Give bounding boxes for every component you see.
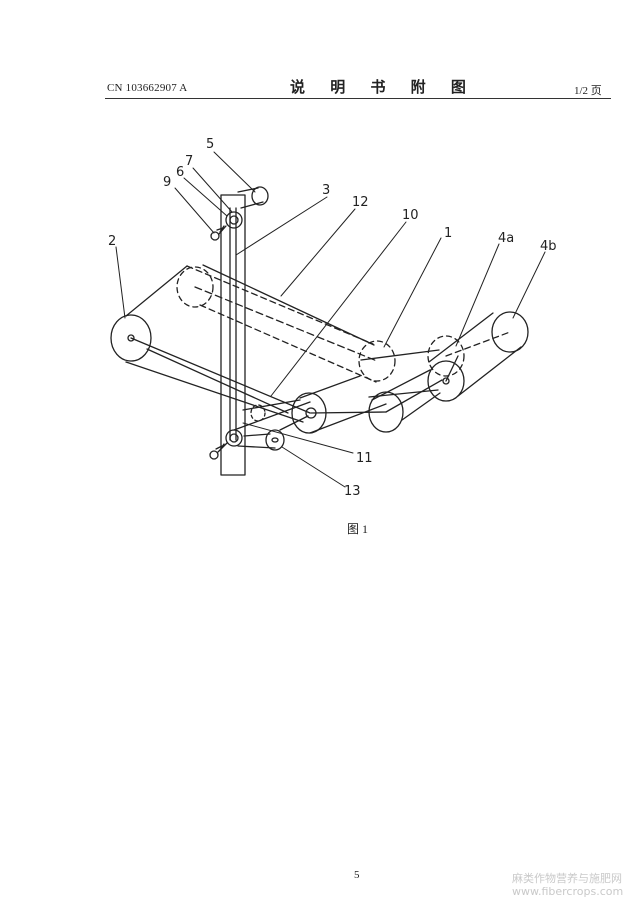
label-5: 5	[206, 137, 214, 152]
figure-caption: 图 1	[347, 522, 369, 536]
label-7: 7	[185, 154, 193, 169]
publication-number: CN 103662907 A	[107, 82, 188, 94]
roller-4b	[491, 311, 529, 353]
page-header: CN 103662907 A 说 明 书 附 图 1/2 页	[0, 0, 639, 100]
header-rule	[105, 98, 611, 99]
section-title: 说 明 书 附 图	[290, 78, 476, 96]
roller-4a	[427, 360, 465, 402]
roller-10-assembly	[291, 375, 387, 434]
page-number: 5	[354, 869, 360, 881]
roller-4a-dashed	[427, 335, 465, 377]
label-13: 13	[344, 484, 361, 499]
label-1: 1	[444, 226, 452, 241]
watermark: 麻类作物营养与施肥网 www.fibercrops.com	[512, 872, 624, 898]
label-11: 11	[356, 451, 373, 466]
rollers-4a-4b	[427, 311, 529, 402]
short-conveyor-belt	[310, 349, 443, 433]
drive-belt-13	[233, 401, 311, 451]
label-2: 2	[108, 234, 116, 249]
roller-13	[265, 429, 285, 451]
label-4a: 4a	[498, 231, 514, 246]
roller-5	[251, 186, 269, 206]
roller-rear-left	[176, 266, 214, 308]
main-conveyor-belt	[110, 264, 396, 423]
post-3	[220, 194, 246, 476]
roller-2	[110, 314, 152, 362]
leader-lines	[115, 151, 546, 488]
top-pulley	[225, 211, 243, 229]
label-12: 12	[352, 195, 369, 210]
spring-anchor-top	[210, 231, 220, 241]
label-4b: 4b	[540, 239, 557, 254]
bottom-pulley	[225, 429, 243, 447]
label-6: 6	[176, 165, 184, 180]
vertical-post	[209, 186, 301, 476]
label-9: 9	[163, 175, 171, 190]
label-3: 3	[322, 183, 330, 198]
part-labels: 5 7 6 9 3 12 10 1 4a 4b 2 11 13	[108, 137, 557, 499]
roller-1	[358, 340, 396, 382]
page-indicator: 1/2 页	[574, 85, 602, 97]
label-10: 10	[402, 208, 419, 223]
spring-anchor-bottom	[209, 450, 219, 460]
